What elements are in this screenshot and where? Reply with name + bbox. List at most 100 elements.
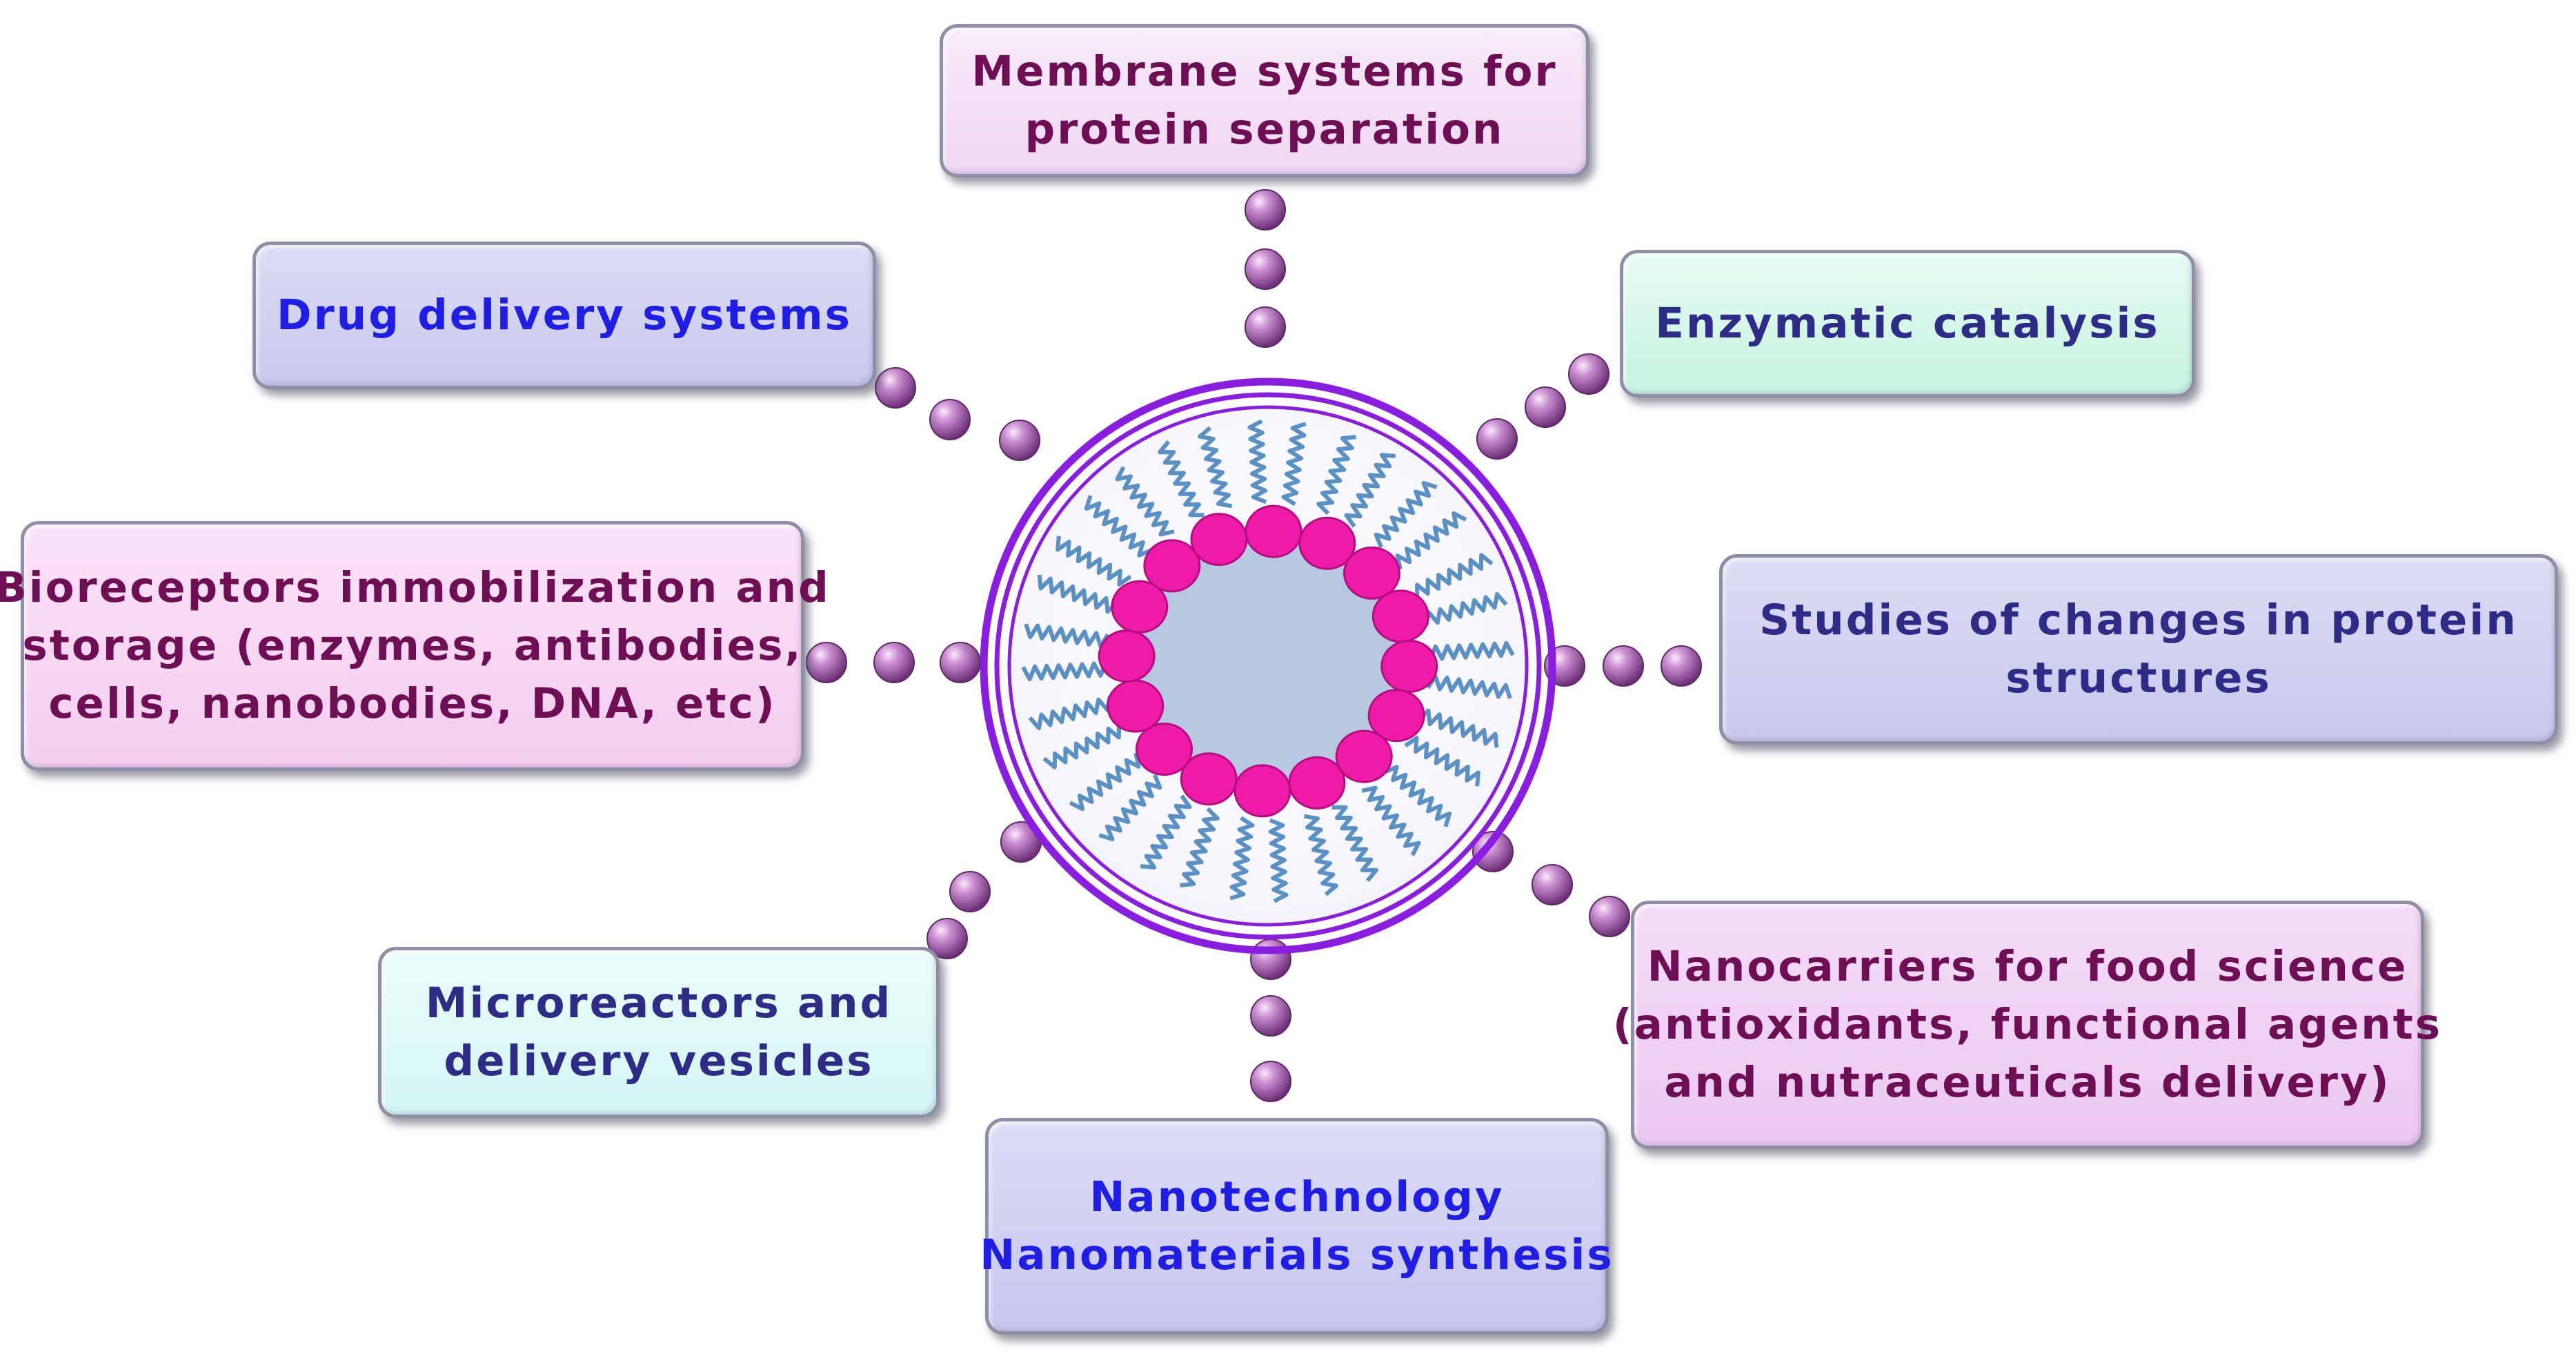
connector-bead (1525, 386, 1566, 428)
connector-bead (1245, 189, 1286, 231)
connector-bead (1250, 995, 1291, 1037)
connector-bead (1250, 939, 1291, 980)
surfactant-head-group (1371, 589, 1429, 643)
surfactant-tail (1404, 736, 1480, 787)
box-bioreceptors-line-2: storage (enzymes, antibodies, (22, 621, 803, 670)
box-nanocarriers-food: Nanocarriers for food science (antioxida… (1613, 901, 2440, 1149)
surfactant-head-group (1367, 689, 1425, 743)
surfactant-head-groups (1098, 504, 1438, 818)
surfactant-head-group (1190, 513, 1248, 567)
surfactant-head-group (1298, 516, 1356, 570)
box-nanotech-line-2: Nanomaterials synthesis (980, 1230, 1614, 1279)
surfactant-tail (1281, 422, 1307, 507)
surfactant-head-group (1245, 504, 1302, 558)
connector-bead (1472, 831, 1514, 872)
surfactant-tail (1426, 674, 1512, 699)
surfactant-tail (1115, 466, 1175, 537)
surfactant-tail (1268, 818, 1289, 903)
surfactant-tail (1056, 536, 1132, 587)
surfactant-tail (1084, 495, 1153, 558)
surfactant-tail (1180, 807, 1220, 888)
connector-bead (1568, 353, 1609, 395)
box-nanotechnology: Nanotechnology Nanomaterials synthesis (980, 1118, 1612, 1335)
surfactant-tails (1021, 419, 1515, 903)
box-membrane-line-2: protein separation (1024, 105, 1505, 154)
box-nanotech-line-1: Nanotechnology (1089, 1173, 1505, 1222)
connector-bead (927, 918, 968, 959)
box-nanocarriers-line-2: (antioxidants, functional agents (1612, 1000, 2443, 1049)
box-enzymatic-catalysis: Enzymatic catalysis (1620, 250, 2195, 398)
box-microreactors: Microreactors and delivery vesicles (378, 947, 940, 1118)
surfactant-tail (1028, 696, 1112, 731)
surfactant-tail (1069, 752, 1141, 812)
surfactant-tail (1024, 623, 1110, 649)
surfactant-head-group (1233, 764, 1291, 818)
surfactant-tail (1098, 774, 1162, 841)
connector-bead (873, 642, 915, 683)
surfactant-head-group (1111, 580, 1169, 634)
surfactant-tail (1424, 591, 1508, 627)
surfactant-tail (1140, 794, 1192, 870)
box-drug-delivery: Drug delivery systems (252, 242, 876, 389)
surfactant-tail (1374, 481, 1438, 549)
box-studies-line-2: structures (2005, 654, 2272, 703)
connector-bead (929, 399, 971, 440)
surfactant-tail (1229, 816, 1255, 901)
connector-bead (999, 420, 1040, 461)
surfactant-tail (1021, 661, 1108, 682)
reverse-micelle (980, 377, 1556, 954)
connector-bead (1532, 864, 1573, 905)
box-nanocarriers-line-1: Nanocarriers for food science (1647, 942, 2408, 991)
surfactant-tail (1198, 426, 1233, 509)
box-membrane-systems: Membrane systems for protein separation (940, 24, 1589, 177)
surfactant-tail (1361, 785, 1421, 856)
box-microreactors-line-2: delivery vesicles (444, 1037, 874, 1086)
box-bioreceptors-line-1: Bioreceptors immobilization and (0, 563, 831, 612)
aqueous-core (1127, 533, 1409, 789)
box-enzymatic-line-1: Enzymatic catalysis (1655, 299, 2160, 348)
box-nanocarriers-line-3: and nutraceuticals delivery) (1664, 1058, 2391, 1107)
surfactant-tail (1428, 640, 1515, 661)
surfactant-head-group (1107, 679, 1165, 733)
surfactant-tail (1415, 553, 1494, 599)
surfactant-tail (1417, 708, 1499, 748)
surfactant-tail (1316, 435, 1356, 516)
surfactant-tail (1383, 765, 1452, 827)
surfactant-head-group (1098, 629, 1156, 683)
surfactant-head-group (1380, 639, 1438, 693)
surfactant-head-group (1288, 756, 1346, 810)
box-protein-structures: Studies of changes in protein structures (1719, 554, 2558, 745)
box-microreactors-line-1: Microreactors and (425, 979, 893, 1028)
connector-bead (1245, 306, 1286, 348)
connector-bead (1476, 418, 1518, 460)
surfactant-tail (1303, 814, 1338, 896)
surfactant-head-group (1136, 723, 1193, 776)
box-studies-line-1: Studies of changes in protein (1759, 596, 2518, 645)
surfactant-head-group (1180, 752, 1238, 806)
surfactant-head-group (1343, 546, 1400, 600)
connector-beads (806, 189, 1702, 1102)
surfactant-tail (1158, 440, 1205, 518)
connector-bead (949, 871, 991, 912)
box-membrane-line-1: Membrane systems for (971, 47, 1558, 96)
surfactant-tail (1037, 574, 1119, 614)
connector-bead (940, 642, 981, 683)
box-drug-line-1: Drug delivery systems (277, 291, 852, 340)
surfactant-tail (1395, 511, 1467, 570)
box-bioreceptors: Bioreceptors immobilization and storage … (0, 521, 829, 771)
surfactant-head-group (1143, 539, 1201, 593)
surfactant-tail (1247, 419, 1268, 504)
connector-bead (1250, 1061, 1291, 1102)
surfactant-head-group (1335, 729, 1393, 783)
surfactant-tail (1331, 805, 1378, 883)
micelle-outer-ring (980, 377, 1556, 954)
connector-bead (1589, 896, 1630, 937)
connector-bead (1603, 645, 1644, 687)
connector-bead (1245, 248, 1286, 290)
micelle-middle-ring (994, 392, 1542, 940)
connector-bead (1661, 645, 1702, 687)
surfactant-tail (1344, 453, 1396, 528)
connector-bead (875, 367, 916, 409)
